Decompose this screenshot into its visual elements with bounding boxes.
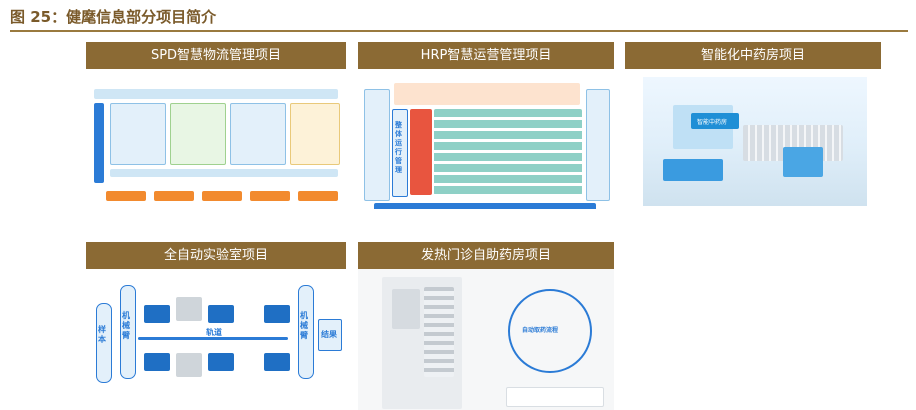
lab-step-6 [264,353,290,371]
lab-step-5 [264,305,290,323]
fever-machine-shelves [424,287,454,377]
panel-lab: 全自动实验室项目 样本 机械臂 轨道 机械臂 结果 [86,242,346,410]
spd-orange-5 [298,191,338,201]
lab-result-box [318,319,342,351]
pharmacy-photo: 智能中药房 [643,77,867,206]
lab-arm-left: 机械臂 [122,311,130,340]
lab-track: 轨道 [206,328,222,337]
panel-hrp-header: HRP智慧运营管理项目 [358,42,614,69]
spd-orange-2 [154,191,194,201]
panel-fever-header: 发热门诊自助药房项目 [358,242,614,269]
lab-step-4 [208,353,234,371]
hrp-top-row [394,83,580,105]
hrp-side-label: 整体运行管理 [395,121,402,174]
hrp-red-col [410,109,432,195]
spd-diagram [86,69,346,209]
lab-arm-right-box [298,285,314,379]
lab-step-2 [208,305,234,323]
lab-sample-tube [96,303,112,383]
spd-group-3 [230,103,286,165]
hrp-left-col [364,89,390,201]
lab-arm-right: 机械臂 [300,311,308,340]
lab-device-1 [176,297,202,321]
spd-bottom-bar [110,169,338,177]
panel-pharmacy: 智能化中药房项目 智能中药房 [625,42,881,209]
panel-fever: 发热门诊自助药房项目 自动取药流程 [358,242,614,410]
spd-orange-4 [250,191,290,201]
panel-hrp: HRP智慧运营管理项目 整体运行管理 [358,42,614,209]
lab-sample: 样本 [98,325,106,344]
lab-track-line [138,337,288,340]
spd-side-bar [94,103,104,183]
hrp-main-rows [434,109,582,195]
spd-group-4 [290,103,340,165]
spd-orange-1 [106,191,146,201]
fever-note-box [506,387,604,407]
lab-device-2 [176,353,202,377]
spd-orange-3 [202,191,242,201]
lab-result: 结果 [321,330,337,339]
title-rule [10,30,908,32]
pharmacy-sign: 智能中药房 [697,119,728,126]
spd-group-1 [110,103,166,165]
panel-spd-header: SPD智慧物流管理项目 [86,42,346,69]
fever-center: 自动取药流程 [522,327,559,334]
hrp-side-label-box [392,109,408,197]
panel-pharmacy-header: 智能化中药房项目 [625,42,881,69]
fever-flow-ring [508,289,592,373]
spd-top-bar [94,89,338,99]
panel-lab-header: 全自动实验室项目 [86,242,346,269]
panel-spd: SPD智慧物流管理项目 [86,42,346,209]
pharmacy-sign-panel [691,113,739,129]
lab-arm-left-box [120,285,136,379]
fever-machine-screen [392,289,420,329]
hrp-bottom-bar [374,203,596,209]
spd-group-2 [170,103,226,165]
lab-step-1 [144,305,170,323]
figure-title: 图 25：健麾信息部分项目简介 [10,8,217,26]
fever-diagram: 自动取药流程 [358,269,614,410]
pharmacy-machine [783,147,823,177]
lab-step-3 [144,353,170,371]
hrp-diagram: 整体运行管理 [358,69,614,209]
lab-diagram: 样本 机械臂 轨道 机械臂 结果 [86,269,346,410]
hrp-right-col [586,89,610,201]
pharmacy-counter [663,159,723,181]
